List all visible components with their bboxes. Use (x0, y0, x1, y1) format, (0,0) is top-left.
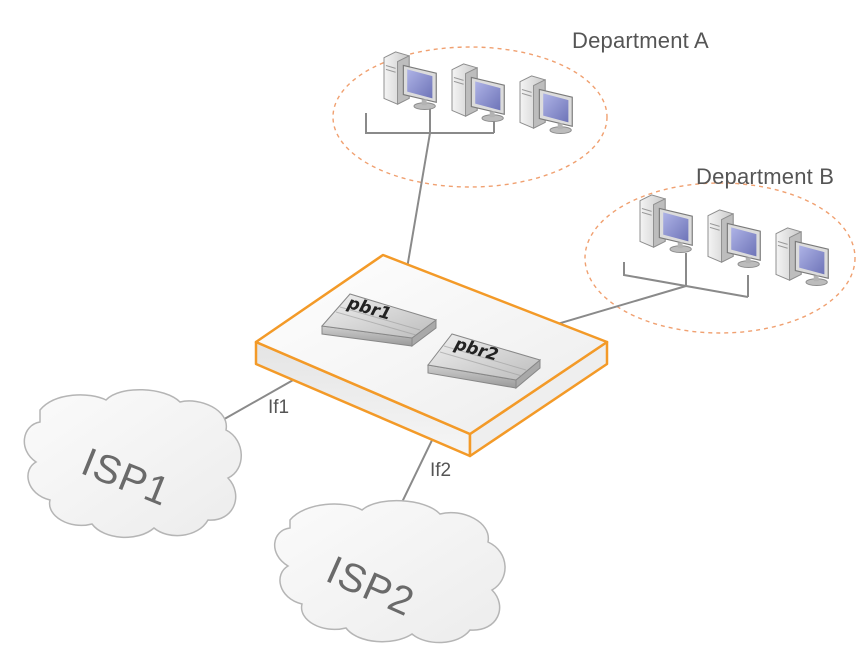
department-a-ring (332, 46, 608, 188)
isp1-cloud (23, 389, 242, 539)
department-b-workstations (639, 194, 829, 286)
department-a-workstations (383, 51, 573, 134)
workstation-icon (383, 51, 437, 110)
router-pbr1[interactable] (321, 293, 438, 347)
isp2-cloud (273, 500, 506, 644)
interface-if2-label: If2 (430, 460, 452, 481)
router-platform (254, 253, 609, 458)
department-a-label: Department A (572, 28, 709, 53)
workstation-icon (639, 194, 693, 253)
workstation-icon (775, 227, 829, 286)
department-b-ring (584, 182, 856, 334)
workstation-icon (707, 209, 761, 268)
router-pbr2[interactable] (427, 333, 542, 390)
workstation-icon (519, 75, 573, 134)
interface-if1-label: If1 (268, 397, 290, 418)
department-b-label: Department B (696, 164, 835, 189)
workstation-icon (451, 63, 505, 122)
